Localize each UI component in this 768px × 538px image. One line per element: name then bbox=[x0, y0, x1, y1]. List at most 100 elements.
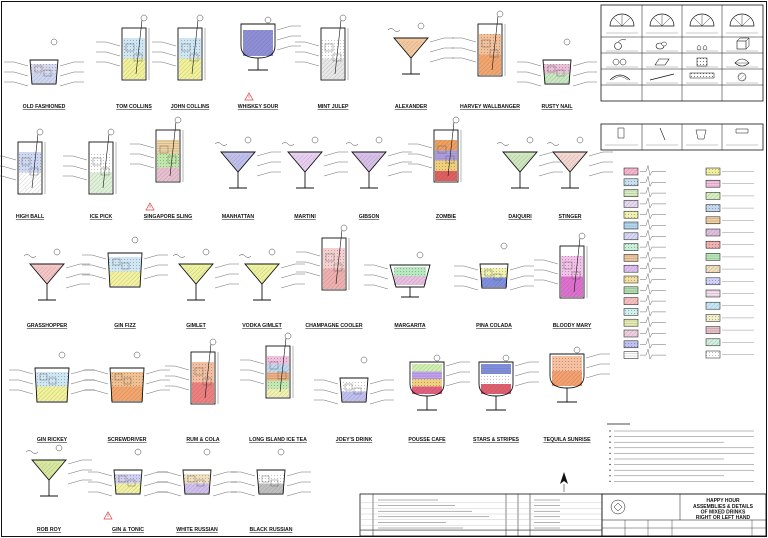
symbol-legend bbox=[600, 4, 764, 102]
leader-line bbox=[373, 274, 389, 280]
legend-swatch-pattern bbox=[706, 241, 720, 249]
drink-gibson: GIBSON bbox=[345, 136, 412, 220]
collins-glass bbox=[265, 345, 291, 399]
layer-pattern bbox=[31, 64, 57, 74]
collins-glass bbox=[477, 23, 503, 77]
legend-leader bbox=[640, 218, 666, 231]
legend-swatch-pattern bbox=[624, 276, 638, 283]
legend-leader bbox=[640, 315, 666, 328]
drink-label: MARGARITA bbox=[394, 323, 426, 329]
layer-pattern bbox=[552, 356, 582, 371]
leader-line bbox=[214, 283, 230, 289]
legend-swatch-pattern bbox=[706, 351, 720, 358]
leader-line bbox=[543, 269, 559, 275]
leader-line bbox=[286, 491, 302, 497]
straw bbox=[279, 337, 287, 393]
garnish-icon bbox=[209, 338, 217, 346]
drink-stinger: STINGER bbox=[546, 136, 613, 220]
ice-cube bbox=[133, 53, 143, 62]
layer-pattern bbox=[412, 364, 442, 372]
drink-tequila-sunrise: TEQUILA SUNRISE bbox=[543, 346, 610, 443]
nutmeg-icon bbox=[737, 72, 747, 82]
leader-line bbox=[429, 47, 445, 53]
wave-symbol bbox=[172, 254, 186, 258]
drink-black-russian: BLACK RUSSIAN bbox=[231, 448, 311, 533]
leader-line bbox=[214, 273, 230, 279]
title-line-2: ASSEMBLIES & DETAILS bbox=[693, 504, 754, 510]
straw bbox=[491, 15, 499, 71]
layer-pattern bbox=[249, 267, 275, 282]
garnish-icon bbox=[50, 38, 58, 46]
layer-pattern bbox=[341, 391, 367, 401]
leader-line bbox=[65, 283, 81, 289]
rocks-glass bbox=[542, 59, 572, 85]
drink-label: GIN FIZZ bbox=[114, 323, 136, 329]
garnish-icon bbox=[496, 10, 504, 18]
leader-line bbox=[97, 471, 113, 477]
leader-line bbox=[65, 263, 81, 269]
legend-swatch-pattern bbox=[624, 232, 638, 240]
layer-pattern bbox=[267, 356, 289, 365]
layer-pattern bbox=[192, 382, 214, 403]
drink-label: TEQUILA SUNRISE bbox=[543, 437, 591, 443]
rocks-glass bbox=[34, 367, 70, 403]
drops-icon bbox=[696, 45, 708, 51]
margarita-glass bbox=[389, 264, 431, 288]
layer-pattern bbox=[183, 267, 209, 282]
layer-pattern bbox=[481, 374, 511, 384]
ice-cube bbox=[437, 145, 447, 154]
garnish-icon bbox=[284, 332, 292, 340]
straw bbox=[191, 19, 199, 75]
leader-line bbox=[463, 275, 479, 281]
legend-swatch-pattern bbox=[624, 286, 638, 294]
layer-pattern bbox=[115, 483, 141, 493]
drink-vodka-gimlet: VODKA GIMLET bbox=[238, 248, 305, 329]
drink-long-island: LONG ISLAND ICE TEA bbox=[240, 332, 307, 443]
lemon-wedge-icon bbox=[649, 13, 675, 27]
legend-swatch-pattern bbox=[706, 265, 720, 273]
legend-swatch-pattern bbox=[706, 253, 720, 261]
garnish-icon bbox=[53, 248, 61, 256]
ice-cube bbox=[270, 479, 279, 487]
leader-line bbox=[543, 279, 559, 285]
layer-pattern bbox=[31, 73, 57, 83]
garnish-icon bbox=[36, 128, 44, 136]
ice-cube bbox=[196, 479, 205, 487]
layer-pattern bbox=[267, 380, 289, 389]
drink-bloody-mary: BLOODY MARY bbox=[534, 232, 592, 329]
leader-line bbox=[256, 171, 272, 177]
leader-line bbox=[256, 161, 272, 167]
drink-singapore-sling: SINGAPORE SLING bbox=[130, 116, 192, 220]
ice-cube bbox=[118, 475, 127, 483]
leader-line bbox=[585, 363, 601, 369]
ice-cube bbox=[181, 43, 191, 52]
leader-line bbox=[18, 369, 34, 375]
legend-swatch-pattern bbox=[624, 254, 638, 262]
leader-line bbox=[91, 264, 107, 270]
layer-pattern bbox=[115, 474, 141, 484]
garnish-icon bbox=[576, 136, 584, 144]
layer-pattern bbox=[34, 267, 60, 282]
ice-cube bbox=[29, 167, 39, 176]
legend-swatch-pattern bbox=[706, 302, 720, 310]
drink-label: VODKA GIMLET bbox=[242, 323, 282, 329]
leader-line bbox=[93, 389, 109, 395]
legend-swatch-pattern bbox=[624, 178, 638, 186]
leader-line bbox=[91, 254, 107, 260]
leader-line bbox=[72, 165, 88, 171]
garnish-icon bbox=[433, 354, 441, 362]
leader-line bbox=[323, 151, 339, 157]
note-bullet bbox=[609, 435, 611, 438]
note-bullet bbox=[609, 430, 611, 432]
garnish-icon bbox=[268, 248, 276, 256]
general-notes bbox=[607, 423, 754, 483]
drink-old-fashioned: OLD FASHIONED bbox=[4, 38, 84, 110]
leader-line bbox=[249, 359, 265, 365]
drink-high-ball: HIGH BALL bbox=[0, 128, 46, 220]
layer-pattern bbox=[557, 155, 583, 170]
leader-line bbox=[373, 264, 389, 270]
drink-label: ALEXANDER bbox=[395, 104, 428, 110]
olive-icon bbox=[655, 41, 667, 50]
drink-label: GIBSON bbox=[359, 214, 380, 220]
drink-tom-collins: TOM COLLINS bbox=[96, 14, 152, 110]
